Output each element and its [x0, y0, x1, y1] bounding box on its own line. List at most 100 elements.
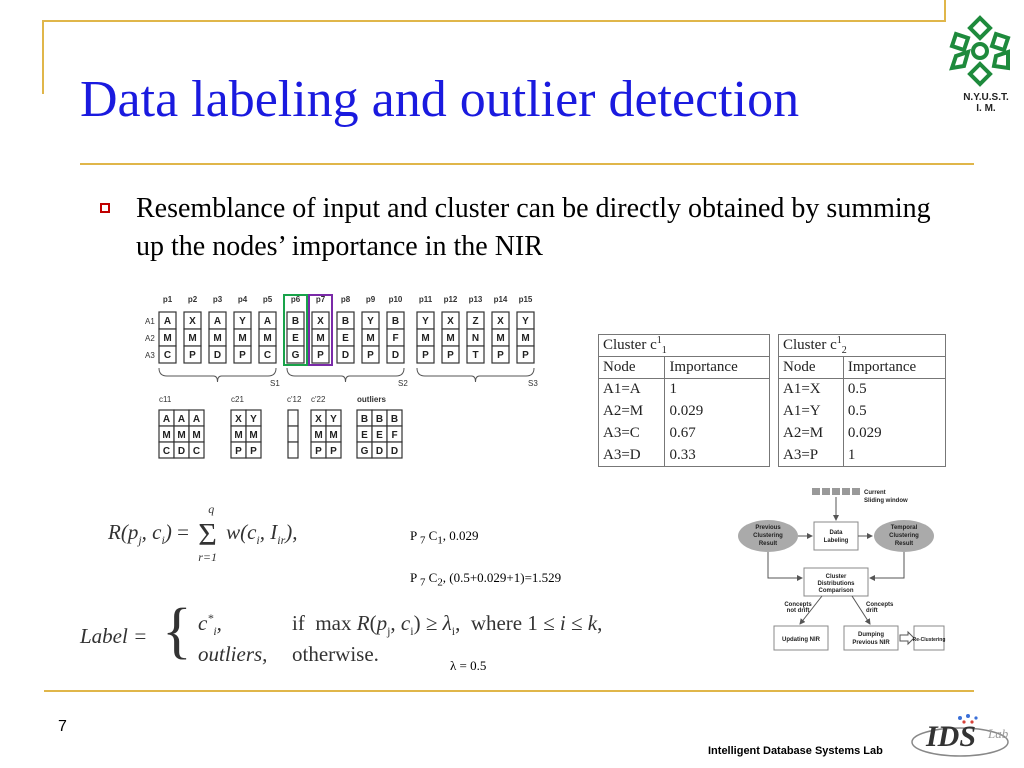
grid-cell-value: M — [496, 333, 504, 344]
grid-cell-value: B — [342, 316, 349, 327]
c21-value: Y — [250, 414, 257, 425]
temporal-result-l3: Result — [895, 541, 913, 547]
grid-cell — [233, 345, 252, 364]
grid-cell-value: A — [264, 316, 271, 327]
c11-value: M — [192, 430, 200, 441]
table-title-row: Cluster c12 — [778, 334, 946, 357]
table-cell: A3=D — [597, 444, 666, 467]
point-label: p2 — [188, 295, 198, 304]
grid-cell-value: D — [392, 350, 399, 361]
point-label: p5 — [263, 295, 273, 304]
outliers-value: G — [361, 446, 369, 457]
table-cell: 0.33 — [664, 444, 770, 467]
window-label: S2 — [398, 379, 408, 388]
table-cell: 0.67 — [664, 422, 770, 445]
c21-value: M — [249, 430, 257, 441]
grid-cell — [416, 345, 435, 364]
grid-cell-value: Y — [422, 316, 429, 327]
window-label1: Current — [864, 490, 886, 496]
c11-value: M — [162, 430, 170, 441]
nyust-logo-icon — [949, 15, 1011, 87]
grid-cell-value: M — [238, 333, 246, 344]
drift-l1: Concepts — [866, 602, 894, 608]
comparison-l1: Cluster — [826, 574, 847, 580]
grid-cell-value: B — [292, 316, 299, 327]
attribute-label: A1 — [145, 317, 155, 326]
grid-cell-value: X — [497, 316, 504, 327]
grid-cell — [441, 345, 460, 364]
bullet-square-icon — [100, 203, 110, 213]
footer-text: Intelligent Database Systems Lab — [708, 745, 883, 757]
window-label2: Sliding window — [864, 498, 908, 504]
data-labeling-l2: Labeling — [824, 538, 849, 544]
cluster-label: c21 — [231, 395, 244, 404]
c22p-value: X — [315, 414, 322, 425]
attribute-label: A3 — [145, 351, 155, 360]
grid-cell-value: M — [521, 333, 529, 344]
point-label: p3 — [213, 295, 223, 304]
grid-cell-value: M — [163, 333, 171, 344]
grid-cell — [183, 345, 202, 364]
note-p7-c2: P 7 C2, (0.5+0.029+1)=1.529 — [410, 570, 562, 589]
grid-cell-value: A — [214, 316, 221, 327]
grid-cell-value: X — [447, 316, 454, 327]
logo-caption-line2: I. M. — [976, 103, 996, 114]
window-brace — [286, 367, 405, 383]
comparison-l3: Comparison — [818, 588, 853, 594]
p7-highlight — [308, 294, 333, 366]
prev-result-l3: Result — [759, 541, 777, 547]
grid-cell — [361, 345, 380, 364]
grid-cell-value: F — [392, 333, 398, 344]
not-drift-l2: not drift — [787, 608, 810, 614]
c12p-cell — [287, 425, 299, 443]
table-title-row: Cluster c11 — [598, 334, 770, 357]
prev-result-l2: Clustering — [753, 533, 783, 539]
grid-cell-value: P — [189, 350, 196, 361]
c22p-value: Y — [330, 414, 337, 425]
window-label: S3 — [528, 379, 538, 388]
grid-cell-value: M — [446, 333, 454, 344]
table-cell: A1=A — [597, 378, 666, 401]
grid-cell-value: P — [317, 350, 324, 361]
logo-caption: N.Y.U.S.T. I. M. — [946, 92, 1024, 114]
point-label: p1 — [163, 295, 173, 304]
point-label: p12 — [444, 295, 458, 304]
outliers-value: E — [376, 430, 383, 441]
dumping-l1: Dumping — [858, 632, 884, 638]
table-cell: A1=X — [778, 378, 844, 401]
sum-lower-bound: r=1 — [198, 550, 217, 564]
note-p7-c1: P 7 C1, 0.029 — [410, 528, 479, 547]
grid-cell-value: N — [472, 333, 479, 344]
ids-logo-letters: IDS — [925, 720, 976, 753]
updating-nir-label: Updating NIR — [782, 637, 821, 643]
label-case1-condition: if max R(pj, ci) ≥ λi, where 1 ≤ i ≤ k, — [292, 611, 603, 639]
grid-cell-value: D — [342, 350, 349, 361]
page-number: 7 — [58, 718, 67, 735]
cluster-label: c'12 — [287, 395, 302, 404]
c11-value: A — [163, 414, 170, 425]
table-header-cell: Node — [597, 356, 666, 379]
grid-cell-value: M — [421, 333, 429, 344]
grid-cell-value: A — [164, 316, 171, 327]
frame-top-line — [42, 20, 944, 22]
point-label: p7 — [316, 295, 326, 304]
grid-cell — [491, 345, 510, 364]
label-case2-condition: otherwise. — [292, 642, 379, 666]
grid-cell-value: Z — [472, 316, 478, 327]
drift-l2: drift — [866, 608, 878, 614]
p6-highlight — [283, 294, 308, 366]
frame-left-line — [42, 20, 44, 94]
c12p-cell — [287, 409, 299, 427]
grid-cell-value: M — [366, 333, 374, 344]
grid-cell-value: Y — [367, 316, 374, 327]
point-label: p9 — [366, 295, 376, 304]
c21-value: X — [235, 414, 242, 425]
table-cell: A2=M — [597, 400, 666, 423]
c21-value: P — [235, 446, 242, 457]
